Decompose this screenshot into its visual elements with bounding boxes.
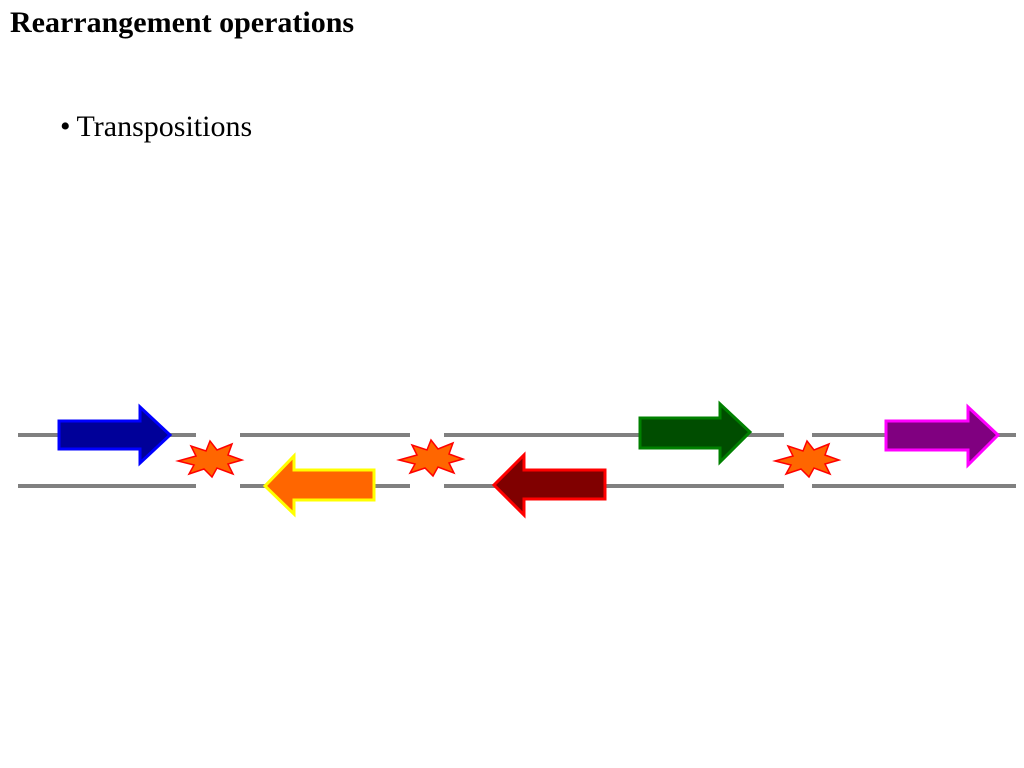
gene-arrow-orange xyxy=(262,452,376,518)
slide-title: Rearrangement operations xyxy=(10,6,355,39)
bullet-marker: • xyxy=(60,110,71,143)
breakpoint-burst-3 xyxy=(772,439,842,479)
gene-arrow-blue xyxy=(57,403,173,467)
bullet-list: •Transpositions xyxy=(60,110,252,144)
transposition-diagram xyxy=(0,390,1024,530)
gene-arrow-red xyxy=(491,451,607,519)
gene-arrow-magenta xyxy=(884,403,1001,469)
transposition-diagram-svg xyxy=(18,400,1016,519)
breakpoint-burst-2 xyxy=(396,438,466,478)
bullet-item-transpositions: •Transpositions xyxy=(60,110,252,144)
gene-arrow-green xyxy=(638,400,753,466)
bullet-text: Transpositions xyxy=(76,110,253,143)
breakpoint-burst-1 xyxy=(175,439,245,479)
